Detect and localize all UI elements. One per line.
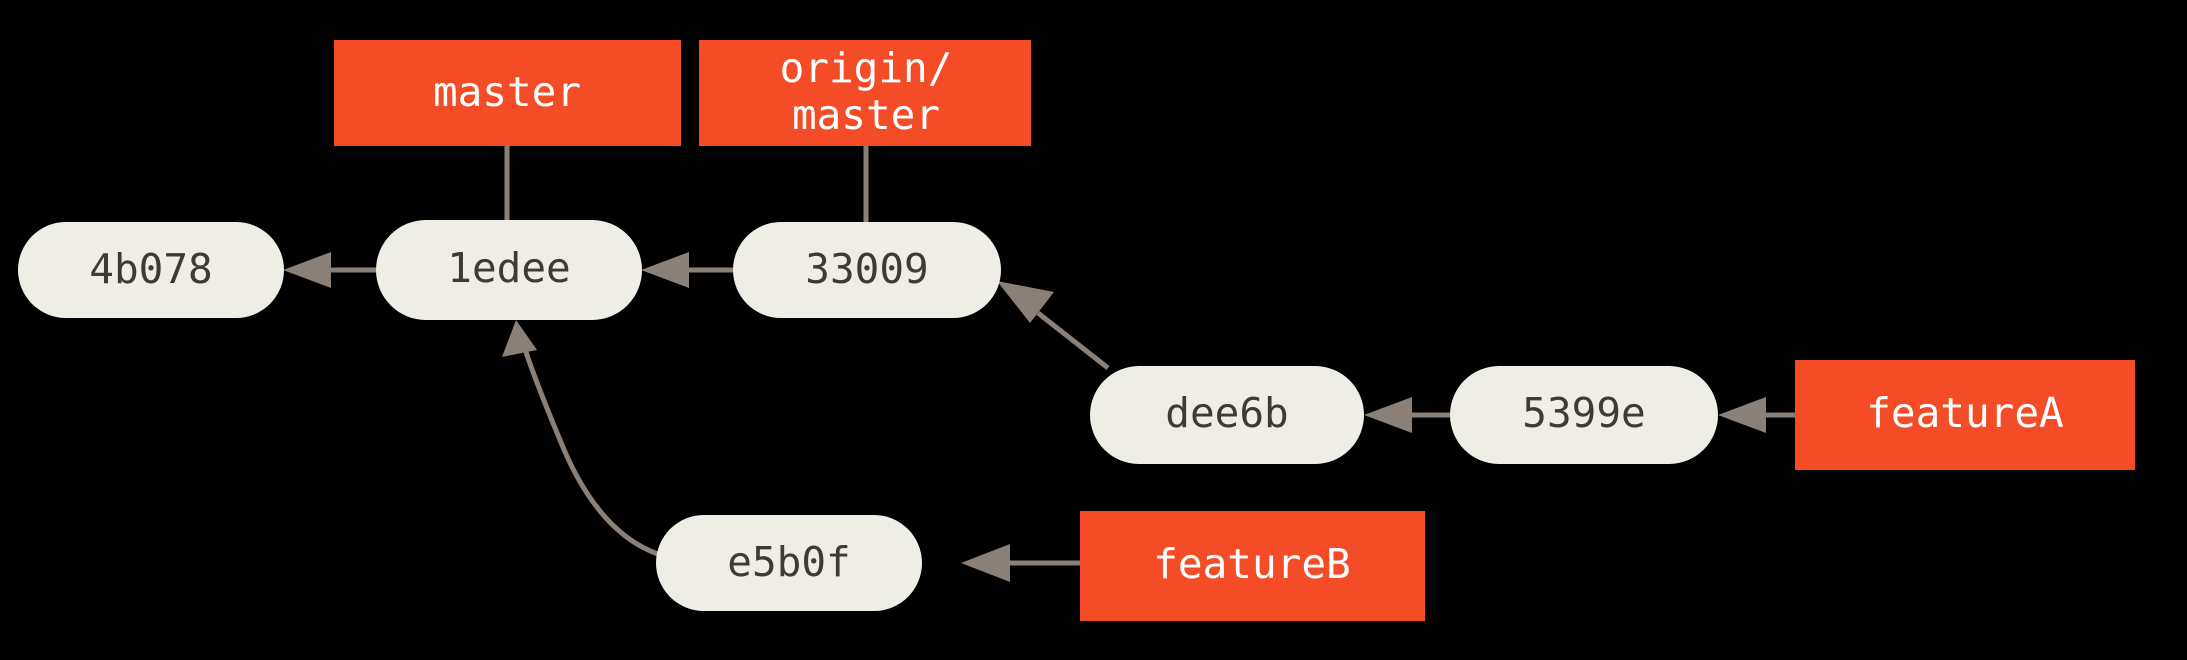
ref-label-master: master: [433, 68, 581, 116]
commit-label-1edee: 1edee: [447, 244, 570, 292]
arrowhead-icon: [1364, 397, 1412, 433]
edge-1edee-to-4b078: [283, 252, 378, 288]
ref-label-origin-master-line1: origin/: [780, 44, 953, 92]
commit-label-4b078: 4b078: [89, 245, 212, 293]
arrowhead-icon: [502, 320, 537, 357]
edge-dee6b-to-33009: [997, 281, 1110, 370]
ref-box-origin-master[interactable]: origin/ master: [699, 40, 1031, 146]
commit-label-33009: 33009: [805, 245, 928, 293]
arrowhead-icon: [961, 544, 1010, 582]
commit-label-e5b0f: e5b0f: [727, 538, 850, 586]
commit-node-4b078[interactable]: 4b078: [18, 222, 284, 318]
ref-label-featureB: featureB: [1153, 540, 1350, 588]
edge-33009-to-1edee: [641, 252, 733, 288]
commit-node-1edee[interactable]: 1edee: [376, 220, 642, 320]
arrowhead-icon: [283, 252, 331, 288]
ref-box-master[interactable]: master: [334, 40, 681, 146]
arrowhead-icon: [641, 252, 689, 288]
edge-featureA-to-5399e: [1718, 397, 1795, 433]
ref-box-featureA[interactable]: featureA: [1795, 360, 2135, 470]
commit-node-dee6b[interactable]: dee6b: [1090, 366, 1364, 464]
edge-5399e-to-dee6b: [1364, 397, 1450, 433]
ref-label-origin-master-line2: master: [792, 91, 940, 139]
commit-node-5399e[interactable]: 5399e: [1450, 366, 1718, 464]
arrowhead-icon: [1718, 397, 1766, 433]
commit-label-5399e: 5399e: [1522, 389, 1645, 437]
ref-box-featureB[interactable]: featureB: [1080, 511, 1425, 621]
commit-node-33009[interactable]: 33009: [733, 222, 1001, 318]
commit-label-dee6b: dee6b: [1165, 389, 1288, 437]
arrowhead-icon: [997, 281, 1054, 323]
ref-label-featureA: featureA: [1866, 389, 2063, 437]
commit-node-e5b0f[interactable]: e5b0f: [656, 515, 922, 611]
edge-featureB-to-e5b0f: [961, 544, 1080, 582]
